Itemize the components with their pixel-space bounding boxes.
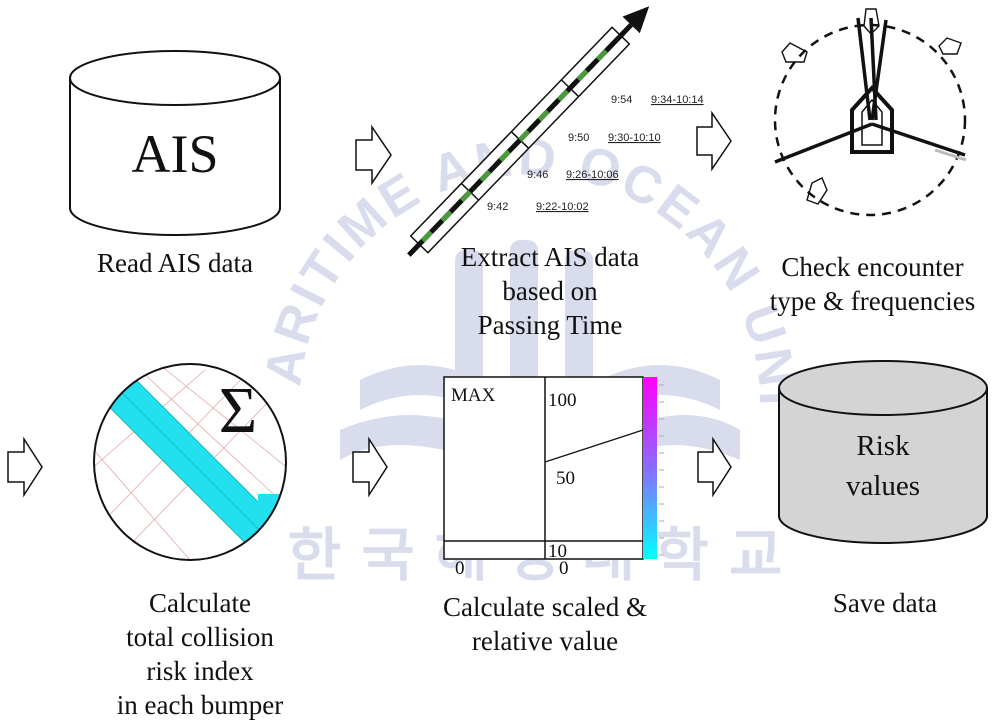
- step-caption-read: Read AIS data: [55, 246, 295, 280]
- step-caption-extract: Extract AIS data based on Passing Time: [420, 240, 680, 342]
- caption-line: Extract AIS data: [460, 242, 640, 272]
- caption-line: relative value: [471, 626, 619, 656]
- flow-arrows: [7, 110, 732, 498]
- passing-time: 9:50: [568, 132, 589, 144]
- caption-line: Calculate: [149, 588, 251, 618]
- chart-right-label: 50: [556, 468, 575, 489]
- scaling-chart-illustration: [443, 376, 664, 560]
- caption-line: in each bumper: [116, 690, 284, 720]
- passing-window: 9:22-10:02: [536, 201, 589, 213]
- caption-line: Save data: [832, 588, 938, 618]
- passing-window: 9:26-10:06: [566, 169, 619, 181]
- sigma-symbol: Σ: [219, 374, 257, 447]
- passing-time: 9:46: [527, 169, 548, 181]
- passing-window: 9:30-10:10: [608, 132, 661, 144]
- step-caption-encounter: Check encounter type & frequencies: [755, 250, 990, 318]
- caption-line: type & frequencies: [769, 286, 976, 316]
- chart-right-label: 0: [559, 558, 569, 579]
- risk-values-label: values: [846, 470, 920, 502]
- caption-line: based on: [502, 276, 598, 306]
- risk-values-label: Risk: [856, 430, 910, 462]
- risk-values-database-icon: [778, 360, 988, 544]
- arrow-right-icon: [352, 436, 388, 498]
- caption-line: Calculate scaled &: [443, 592, 647, 622]
- chart-left-min-label: 0: [455, 558, 465, 579]
- bumper-risk-illustration: [93, 363, 287, 561]
- passing-time: 9:42: [487, 201, 508, 213]
- caption-line: risk index: [146, 656, 254, 686]
- caption-line: Passing Time: [477, 310, 623, 340]
- step-caption-total: Calculate total collision risk index in …: [90, 586, 310, 722]
- passing-time: 9:54: [611, 94, 632, 106]
- caption-line: Read AIS data: [97, 248, 253, 278]
- arrow-right-icon: [697, 436, 732, 498]
- passing-time-lane-illustration: [407, 6, 650, 257]
- chart-max-label: MAX: [451, 385, 496, 406]
- ais-database-label: AIS: [131, 124, 218, 184]
- arrow-right-icon: [696, 110, 732, 172]
- arrow-right-icon: [7, 436, 43, 498]
- chart-right-label: 10: [548, 541, 567, 562]
- ais-database-icon: [69, 50, 281, 236]
- caption-line: total collision: [126, 622, 274, 652]
- chart-right-label: 100: [548, 390, 577, 411]
- step-caption-scaled: Calculate scaled & relative value: [410, 590, 680, 658]
- arrow-right-icon: [355, 124, 392, 186]
- step-caption-save: Save data: [780, 586, 990, 620]
- encounter-type-illustration: [773, 8, 967, 217]
- passing-time-labels: 9:54 9:34-10:14 9:50 9:30-10:10 9:46 9:2…: [487, 94, 704, 213]
- caption-line: Check encounter: [781, 252, 964, 282]
- passing-window: 9:34-10:14: [651, 94, 704, 106]
